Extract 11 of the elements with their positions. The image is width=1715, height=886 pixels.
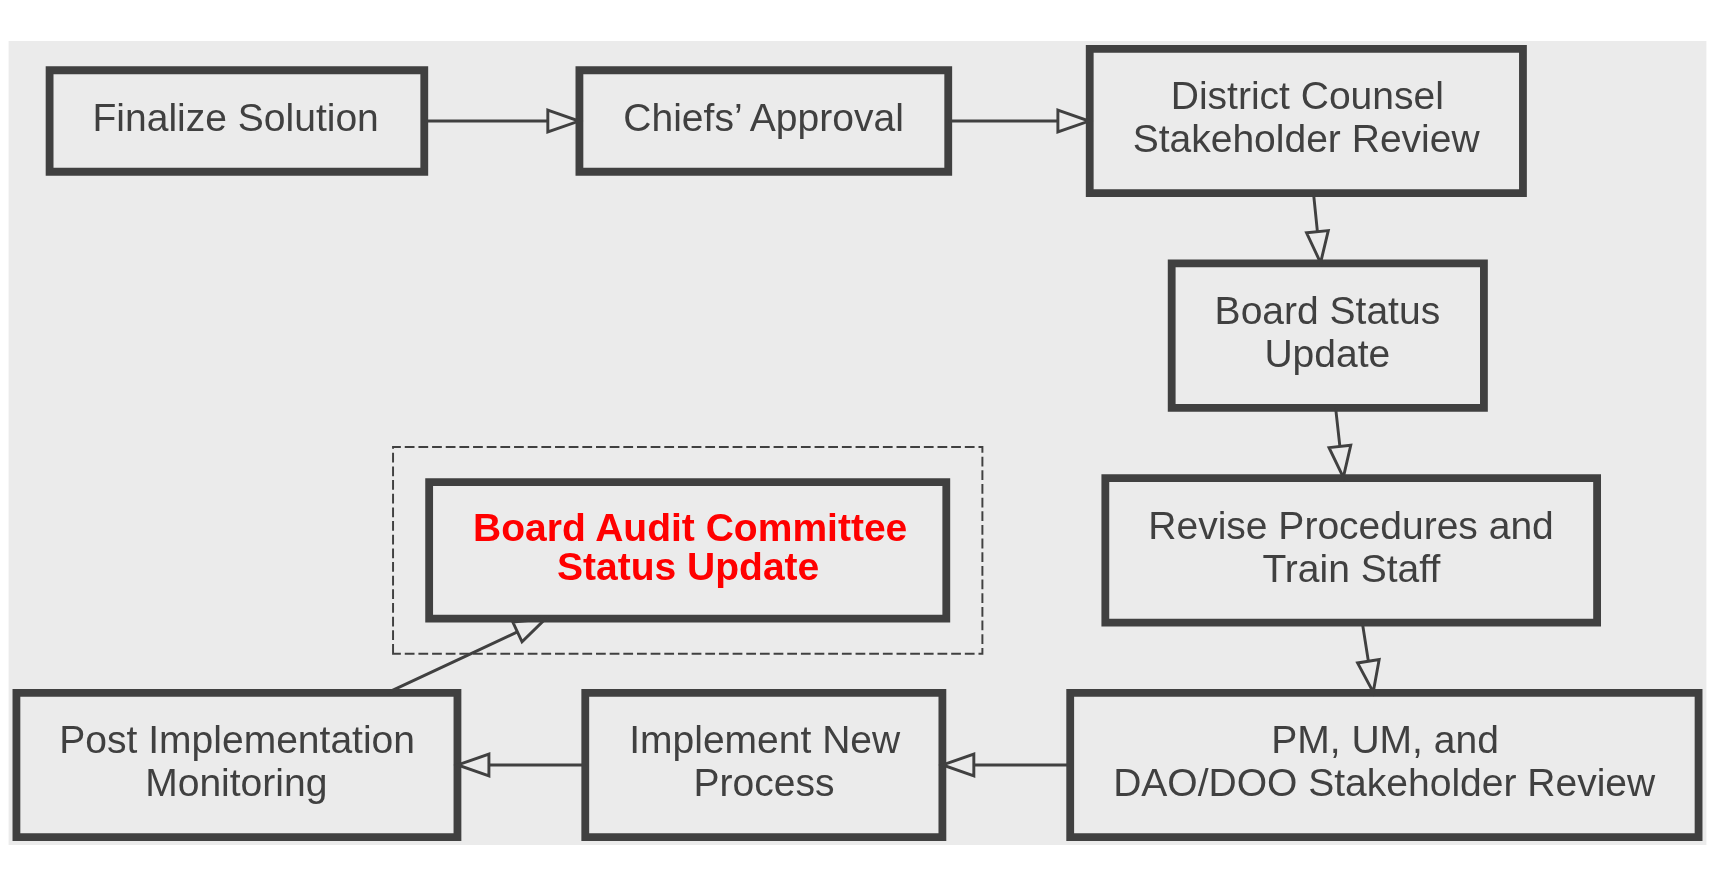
node-box: PM, UM, and DAO/DOO Stakeholder Review — [1066, 688, 1703, 842]
node-box: Board Audit Committee Status Update — [425, 478, 951, 623]
cluster — [392, 445, 984, 655]
node-box: Finalize Solution — [45, 66, 429, 176]
node-box: District Counsel Stakeholder Review — [1085, 44, 1527, 198]
arrow — [938, 752, 1070, 778]
node-box: Revise Procedures and Train Staff — [1101, 474, 1601, 627]
node-box: Implement New Process — [581, 688, 947, 842]
node-box: Board Status Update — [1167, 259, 1488, 412]
node-box: Chiefs’ Approval — [575, 66, 953, 176]
node-box: Post Implementation Monitoring — [12, 688, 462, 842]
